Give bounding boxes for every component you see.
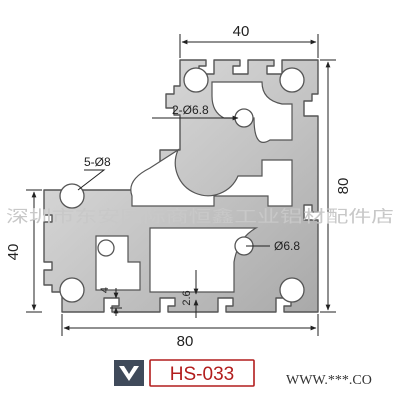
- website-url: WWW.***.CO: [286, 373, 372, 388]
- dim-bottom-width: 80: [177, 333, 194, 350]
- inner-cavity-upper: [211, 81, 293, 143]
- model-badge: HS-033: [170, 364, 234, 385]
- dim-hole-top: 2-Ø6.8: [172, 103, 209, 117]
- model-badge-frame: [149, 359, 255, 387]
- dim-left-height: 40: [5, 244, 22, 261]
- brand-logo-icon: [114, 360, 144, 386]
- aluminium-profile: [43, 59, 319, 313]
- bore-hole-top-left: [183, 67, 209, 93]
- dim-hole-left: 5-Ø8: [84, 155, 111, 169]
- bore-hole-mid-left: [97, 239, 115, 257]
- inner-cavity-large: [130, 148, 293, 207]
- bore-hole-top-right: [279, 67, 305, 93]
- dim-right-height: 80: [335, 178, 352, 195]
- bore-holes: [59, 67, 305, 303]
- bore-hole-bottom-right: [279, 277, 305, 303]
- dim-top-width: 40: [233, 23, 250, 40]
- shop-watermark: 深圳市东安国际商恒鑫工业铝材配件店: [6, 207, 394, 226]
- bore-hole-left-bottom: [59, 277, 85, 303]
- dimension-lines: [26, 34, 336, 336]
- dim-slot-depth: 4: [99, 287, 111, 293]
- dim-wall-thickness: 2.6: [181, 290, 193, 305]
- dim-hole-right: Ø6.8: [274, 239, 300, 253]
